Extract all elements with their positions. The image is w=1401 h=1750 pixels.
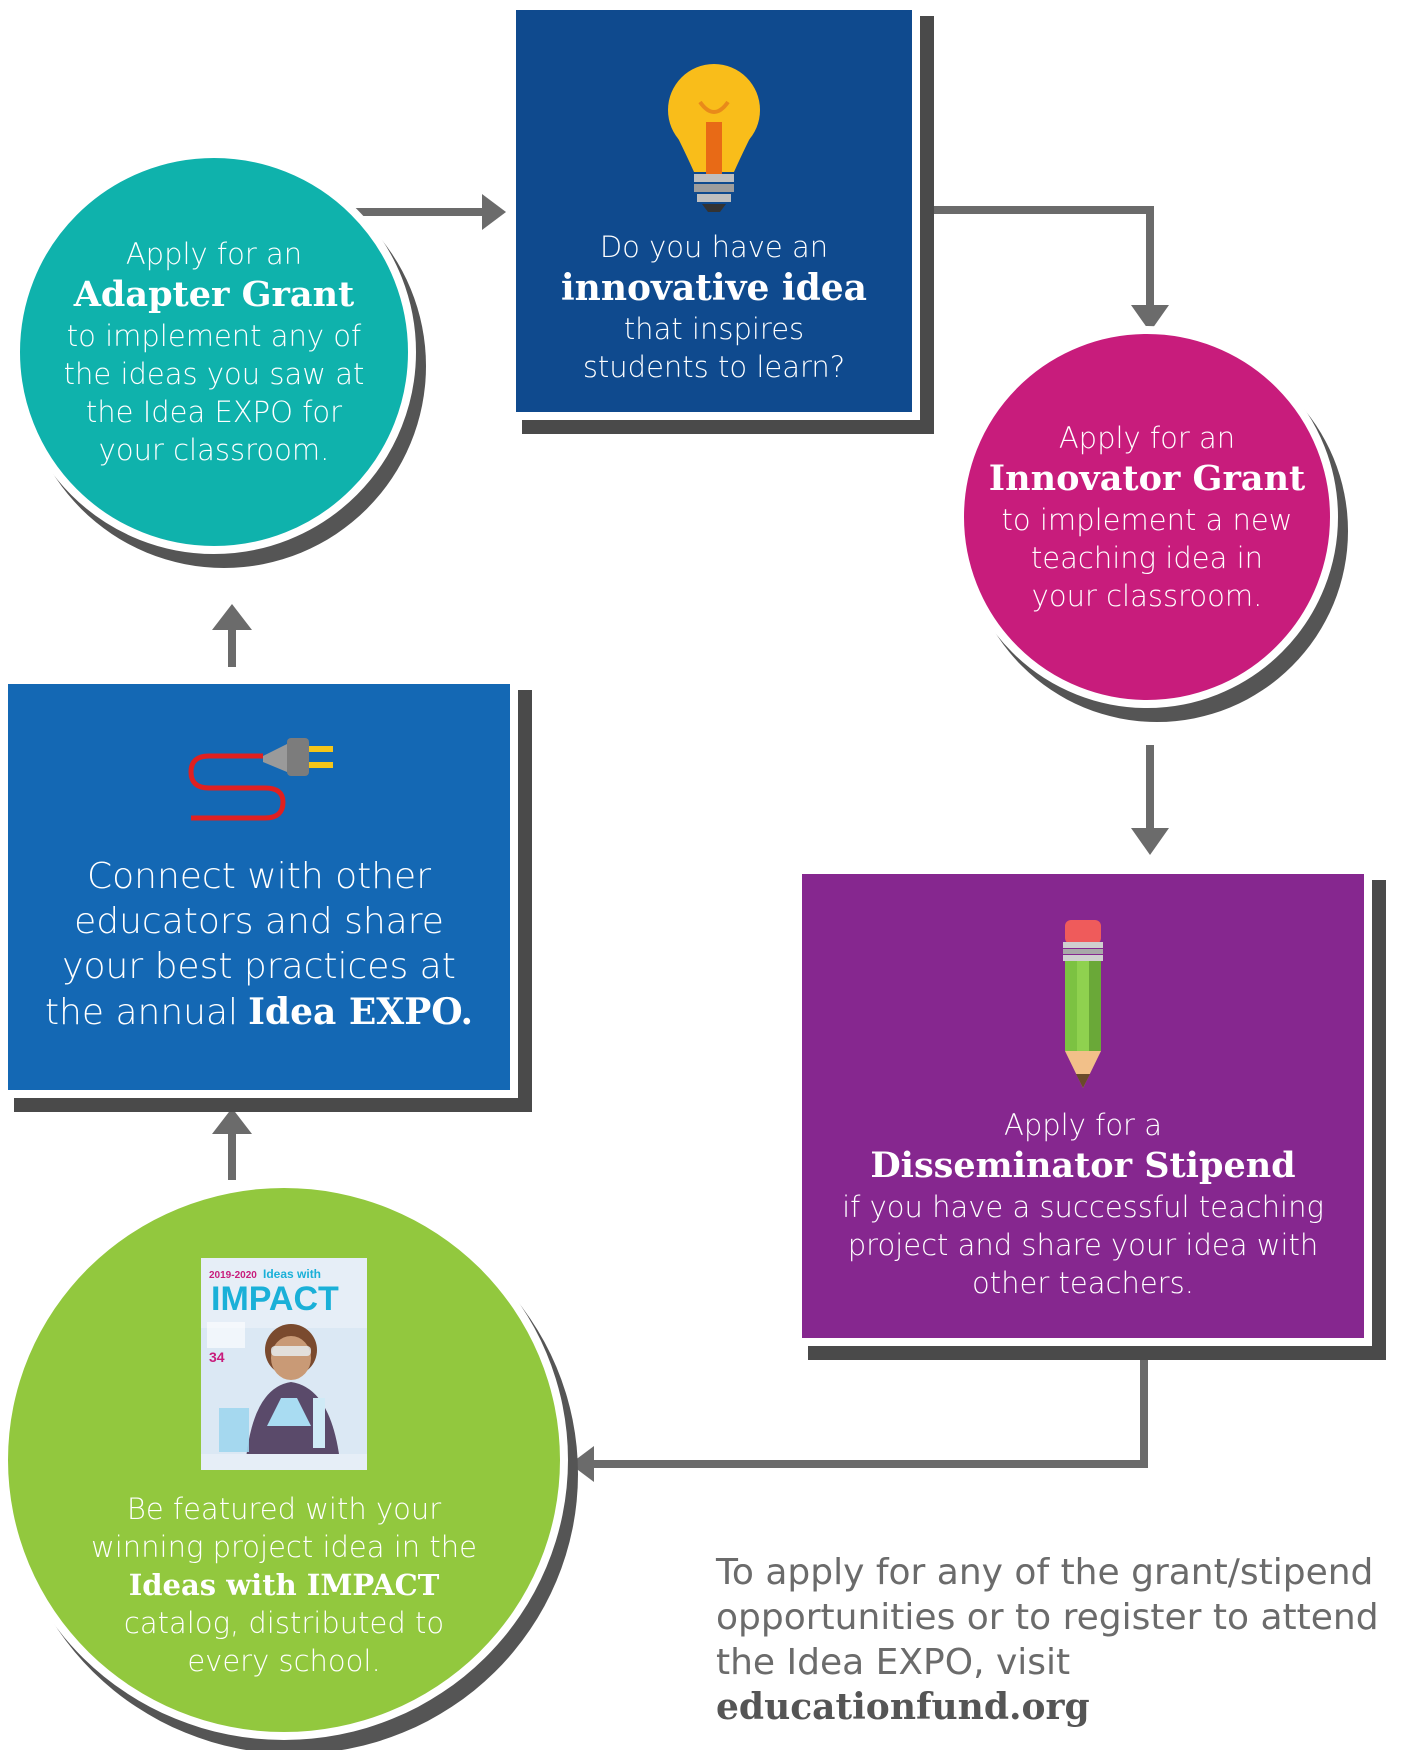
innovator-bold: Innovator Grant — [988, 458, 1306, 499]
footer-url-link[interactable]: educationfund.org — [716, 1686, 1090, 1728]
lightbulb-icon — [668, 64, 760, 212]
plug-icon — [188, 738, 333, 821]
idea-line2: that inspires — [623, 312, 805, 346]
adapter-line3: the ideas you saw at — [63, 357, 365, 391]
disseminator-box: Apply for a Disseminator Stipend if you … — [794, 866, 1372, 1346]
expo-line2: educators and share — [74, 901, 444, 942]
arrowhead-idea-to-innovator — [1131, 305, 1169, 332]
impact-line3: catalog, distributed to — [123, 1606, 445, 1640]
expo-line1: Connect with other — [86, 856, 432, 897]
innovator-line2: to implement a new — [1001, 503, 1293, 537]
impact-line2: winning project idea in the — [90, 1530, 477, 1564]
expo-box: Connect with other educators and share y… — [0, 676, 518, 1098]
disseminator-line2: if you have a successful teaching — [842, 1190, 1324, 1224]
pencil-icon — [1063, 920, 1103, 1088]
expo-line3: your best practices at — [62, 946, 456, 987]
adapter-circle: Apply for an Adapter Grant to implement … — [12, 150, 416, 554]
arrowhead-impact-to-expo — [212, 1108, 252, 1134]
idea-box: Do you have an innovative idea that insp… — [508, 2, 920, 420]
arrowhead-expo-to-adapter — [212, 604, 252, 630]
impact-line1: Be featured with your — [126, 1492, 442, 1526]
adapter-line1: Apply for an — [125, 237, 303, 271]
expo-line4-prefix: the annual — [44, 992, 239, 1033]
adapter-line2: to implement any of — [66, 319, 362, 353]
cover-ideas-with: Ideas with — [263, 1267, 321, 1281]
footer-line1: To apply for any of the grant/stipend — [716, 1552, 1374, 1593]
cover-title: IMPACT — [211, 1280, 339, 1318]
arrow-idea-to-innovator — [925, 206, 1154, 305]
footer-instructions: To apply for any of the grant/stipend op… — [716, 1550, 1396, 1730]
arrow-disseminator-to-impact — [594, 1355, 1148, 1468]
idea-line1: Do you have an — [599, 230, 829, 264]
arrowhead-adapter-to-idea — [482, 194, 506, 230]
footer-line3: the Idea EXPO, visit — [716, 1642, 1071, 1683]
expo-line4: the annual Idea EXPO. — [45, 989, 473, 1035]
idea-bold: innovative idea — [560, 267, 868, 309]
cover-year: 2019-2020 — [209, 1270, 257, 1281]
adapter-line4: the Idea EXPO for — [85, 395, 343, 429]
innovator-circle: Apply for an Innovator Grant to implemen… — [956, 326, 1338, 708]
arrowhead-innovator-to-disseminator — [1131, 828, 1169, 855]
expo-bold: Idea EXPO. — [248, 991, 474, 1033]
cover-number: 34 — [209, 1349, 225, 1365]
adapter-bold: Adapter Grant — [73, 274, 355, 315]
adapter-line5: your classroom. — [98, 433, 330, 467]
idea-line3: students to learn? — [582, 350, 846, 384]
disseminator-line1: Apply for a — [1004, 1108, 1162, 1142]
impact-line4: every school. — [187, 1644, 381, 1678]
innovator-line4: your classroom. — [1031, 579, 1263, 613]
disseminator-bold: Disseminator Stipend — [870, 1145, 1296, 1186]
footer-line2: opportunities or to register to attend — [716, 1597, 1379, 1638]
innovator-line3: teaching idea in — [1030, 541, 1264, 575]
impact-bold: Ideas with IMPACT — [128, 1568, 440, 1602]
disseminator-line3: project and share your idea with — [847, 1228, 1319, 1262]
innovator-line1: Apply for an — [1058, 421, 1236, 455]
catalog-cover-image: 2019-2020 Ideas with IMPACT 34 — [201, 1258, 367, 1470]
disseminator-line4: other teachers. — [972, 1266, 1194, 1300]
impact-circle: 2019-2020 Ideas with IMPACT 34 Be featur… — [0, 1180, 568, 1740]
arrowhead-disseminator-to-impact — [570, 1446, 594, 1482]
